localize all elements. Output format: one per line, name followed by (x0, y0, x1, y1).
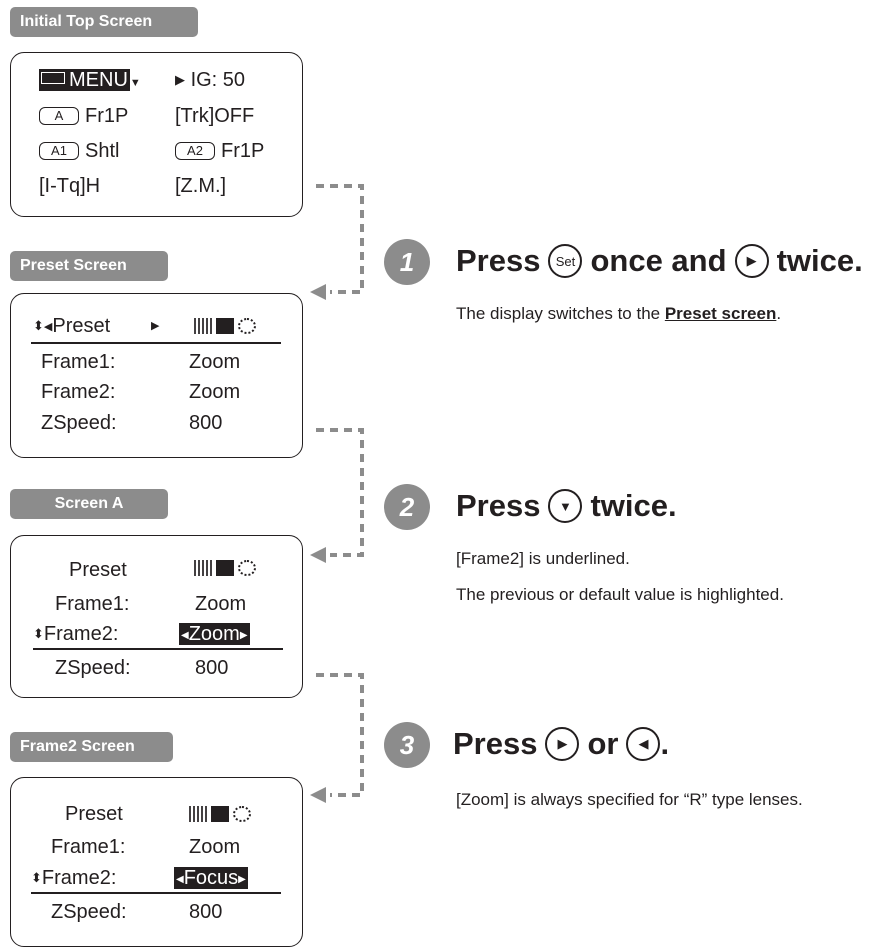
step-2-number: 2 (384, 484, 430, 530)
down-small-icon: ▼ (129, 77, 141, 89)
ig-value-row: ▶ IG: 50 (175, 69, 246, 91)
initial-top-screen-tab: Initial Top Screen (10, 7, 198, 37)
set-button-icon: Set (548, 244, 583, 278)
preset-screen-link: Preset screen (664, 304, 777, 323)
right-button-icon: ▶ (545, 727, 580, 761)
step-1-heading: Press Set once and ▶ twice. (456, 243, 863, 278)
zspeed-value: 800 (189, 412, 223, 434)
right-arrow-icon: ▶ (151, 320, 160, 332)
frame2-underline (31, 892, 281, 894)
left-button-icon: ◀ (626, 727, 661, 761)
frame2-value-selected: ◀Focus▶ (174, 867, 248, 889)
zspeed-label: ZSpeed: (51, 901, 127, 923)
frame2-value: Zoom (189, 381, 241, 403)
right-button-icon: ▶ (734, 244, 769, 278)
step-1-description: The display switches to the Preset scree… (456, 304, 782, 323)
iris-icon (238, 560, 256, 576)
menu-item: MENU▼ (39, 68, 141, 95)
step-3-heading: Press ▶ or ◀. (453, 726, 670, 761)
right-arrow-icon: ▶ (238, 874, 246, 885)
zspeed-label: ZSpeed: (41, 412, 117, 434)
mode-icons (189, 806, 251, 822)
frame1-label: Frame1: (55, 593, 130, 615)
focus-icon (216, 560, 234, 576)
zspeed-value: 800 (195, 657, 229, 679)
frame2-label: ⬍Frame2: (31, 867, 117, 889)
zspeed-label: ZSpeed: (55, 657, 131, 679)
up-down-arrow-icon: ⬍ (33, 318, 44, 333)
preset-screen-tab: Preset Screen (10, 251, 168, 281)
up-down-arrow-icon: ⬍ (31, 870, 42, 885)
step-2-line-2: The previous or default value is highlig… (456, 585, 784, 604)
itq-status: [I-Tq]H (39, 175, 101, 197)
zspeed-value: 800 (189, 901, 223, 923)
focus-icon (216, 318, 234, 334)
zoom-icon (189, 806, 207, 822)
a1-button-pill: A1 (39, 142, 79, 160)
preset-title: Preset (69, 559, 127, 581)
right-arrow-icon: ▶ (239, 630, 248, 641)
left-arrow-icon: ◀ (43, 321, 53, 333)
frame1-label: Frame1: (41, 351, 116, 373)
preset-screen-panel: ⬍◀Preset ▶ Frame1: Zoom Frame2: Zoom ZSp… (10, 293, 303, 458)
frame1-value: Zoom (189, 836, 241, 858)
frame1-value: Zoom (189, 351, 241, 373)
frame1-label: Frame1: (51, 836, 126, 858)
title-underline (31, 342, 281, 344)
trk-status: [Trk]OFF (175, 105, 255, 127)
frame2-label: ⬍Frame2: (33, 623, 119, 645)
zoom-icon (194, 318, 212, 334)
step-3-line-1: [Zoom] is always specified for “R” type … (456, 790, 803, 809)
preset-title-row: ⬍◀Preset (33, 315, 111, 337)
frame2-label: Frame2: (41, 381, 116, 403)
step-2-heading: Press ▼ twice. (456, 488, 677, 523)
preset-title: Preset (65, 803, 123, 825)
left-arrow-icon: ◀ (176, 874, 184, 885)
menu-label: MENU (39, 69, 130, 91)
zm-status: [Z.M.] (175, 175, 227, 197)
frame1-value: Zoom (195, 593, 247, 615)
mode-icons (194, 318, 256, 334)
a-button-pill: A (39, 107, 79, 125)
iris-icon (233, 806, 251, 822)
down-button-icon: ▼ (548, 489, 583, 523)
iris-icon (238, 318, 256, 334)
mode-icons (194, 560, 256, 576)
frame2-value-selected: ◀Zoom▶ (179, 623, 250, 645)
menu-icon (41, 72, 65, 84)
right-arrow-icon: ▶ (175, 72, 185, 87)
focus-icon (211, 806, 229, 822)
left-arrow-icon: ◀ (181, 630, 189, 641)
up-down-arrow-icon: ⬍ (33, 626, 44, 641)
frame2-underline (33, 648, 283, 650)
screen-a-panel: Preset Frame1: Zoom ⬍Frame2: ◀Zoom▶ ZSpe… (10, 535, 303, 698)
zoom-icon (194, 560, 212, 576)
screen-a-tab: Screen A (10, 489, 168, 519)
frame2-screen-tab: Frame2 Screen (10, 732, 173, 762)
a2-button-pill: A2 (175, 142, 215, 160)
step-3-number: 3 (384, 722, 430, 768)
step-1-number: 1 (384, 239, 430, 285)
step-2-line-1: [Frame2] is underlined. (456, 549, 630, 568)
frame2-screen-panel: Preset Frame1: Zoom ⬍Frame2: ◀Focus▶ ZSp… (10, 777, 303, 947)
